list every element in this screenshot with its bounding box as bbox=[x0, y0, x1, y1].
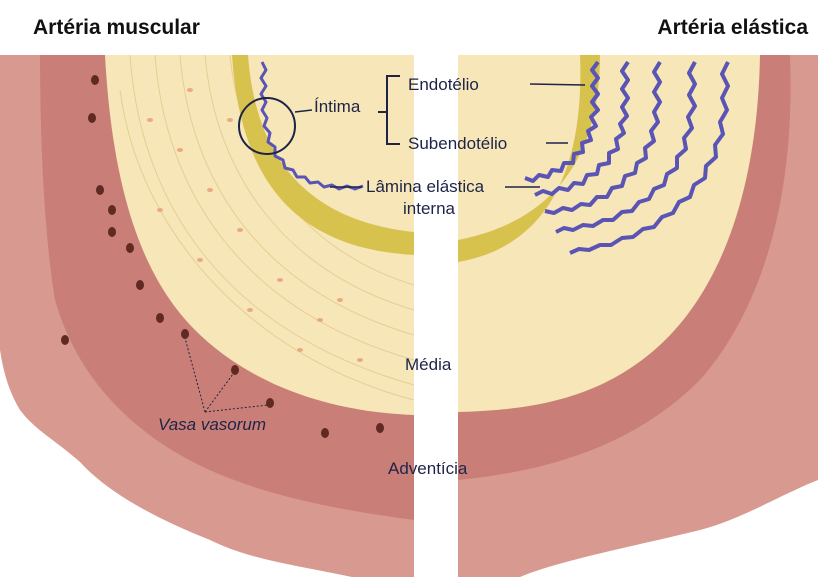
muscular-artery-section bbox=[0, 55, 414, 577]
endotelio-leader-line bbox=[530, 84, 585, 85]
label-subendotelio: Subendotélio bbox=[408, 134, 507, 153]
label-endotelio: Endotélio bbox=[408, 75, 479, 94]
label-lamina-line2: interna bbox=[403, 199, 456, 218]
elastic-artery-section bbox=[458, 55, 818, 577]
label-vasa-vasorum: Vasa vasorum bbox=[158, 415, 266, 434]
label-adventicia: Adventícia bbox=[388, 459, 468, 478]
label-media: Média bbox=[405, 355, 452, 374]
label-intima: Íntima bbox=[314, 97, 361, 116]
label-lamina-line1: Lâmina elástica bbox=[366, 177, 485, 196]
